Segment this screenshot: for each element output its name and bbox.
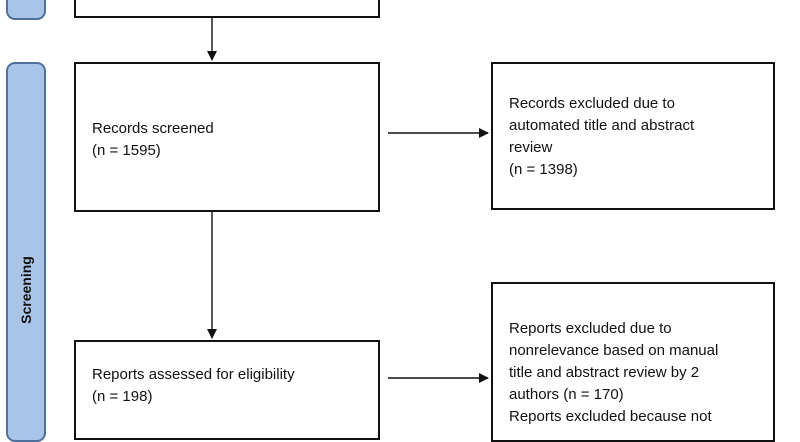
records-excluded-line-2: automated title and abstract	[509, 117, 695, 134]
records-excluded-line-3: review	[509, 139, 553, 156]
records-screened-label: Records screened	[92, 120, 214, 137]
reports-assessed-count: (n = 198)	[92, 388, 153, 405]
records-excluded-box: Records excluded due to automated title …	[491, 62, 775, 210]
screening-phase-bar	[6, 62, 46, 442]
identification-box	[74, 0, 380, 18]
reports-excluded-line-3: title and abstract review by 2	[509, 364, 700, 381]
records-excluded-line-1: Records excluded due to	[509, 95, 675, 112]
reports-excluded-box: Reports excluded due to nonrelevance bas…	[491, 282, 775, 442]
reports-assessed-label: Reports assessed for eligibility	[92, 366, 295, 383]
reports-excluded-line-1: Reports excluded due to	[509, 320, 672, 337]
identification-phase-bar	[6, 0, 46, 20]
records-screened-box: Records screened (n = 1595)	[74, 62, 380, 212]
records-excluded-count: (n = 1398)	[509, 161, 578, 178]
records-screened-count: (n = 1595)	[92, 142, 161, 159]
reports-excluded-line-2: nonrelevance based on manual	[509, 342, 719, 359]
connector-arrows	[207, 18, 489, 383]
reports-excluded-line-4: authors (n = 170)	[509, 386, 624, 403]
